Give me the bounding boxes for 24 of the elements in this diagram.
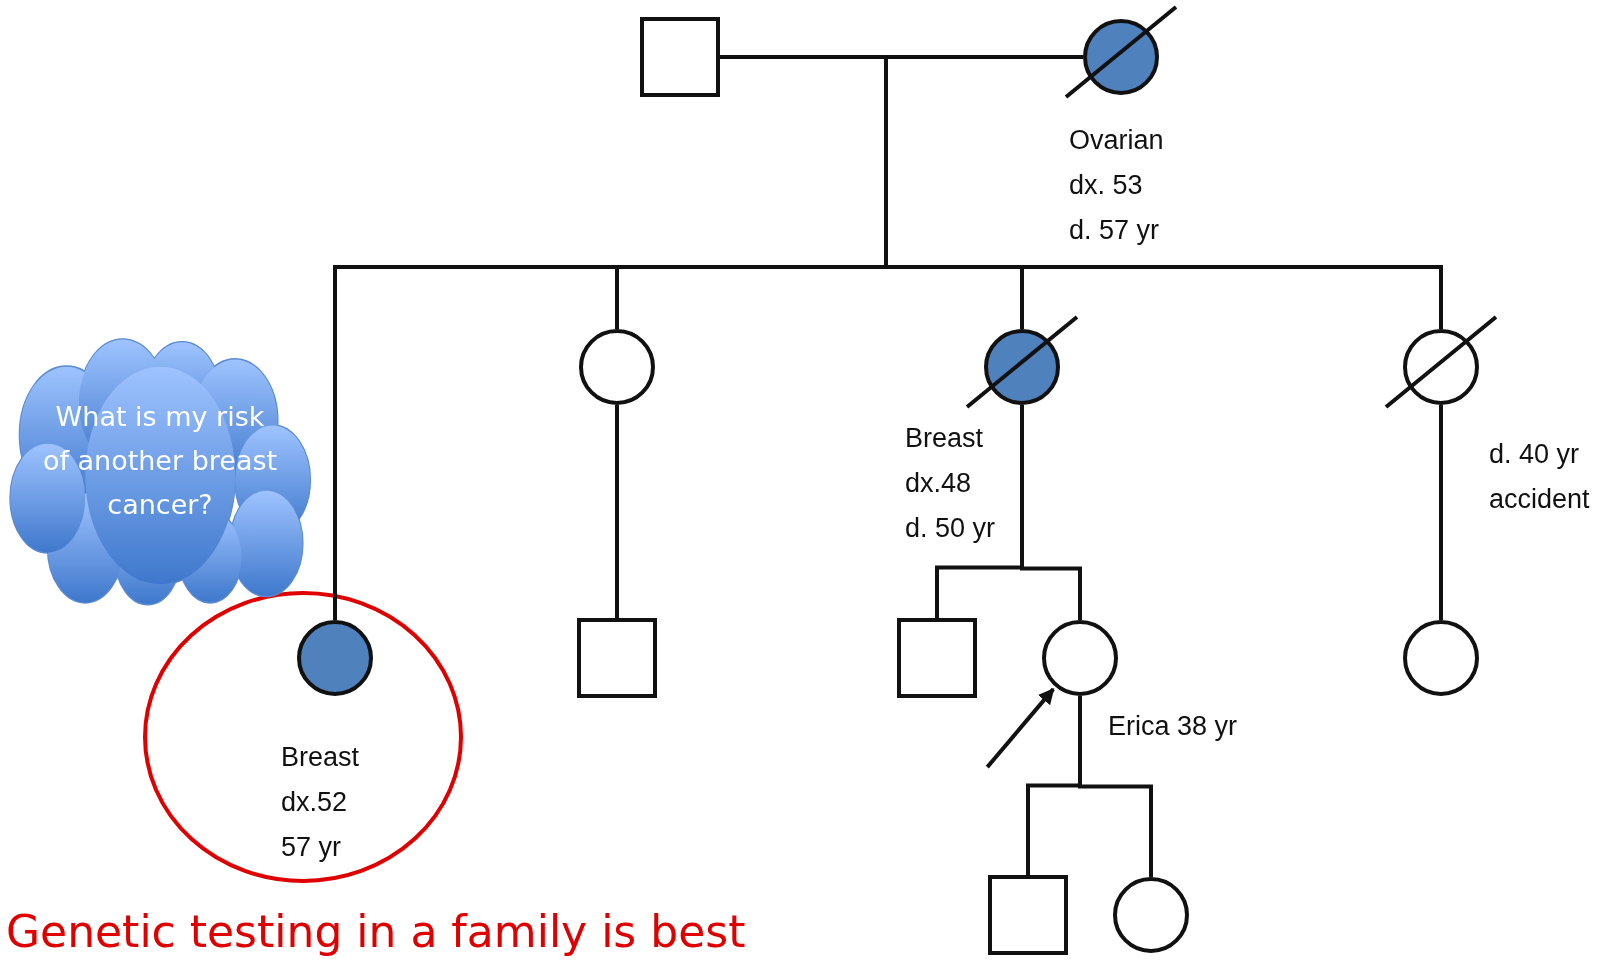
pedigree-line: [1078, 696, 1153, 877]
female-circle: [1042, 620, 1118, 696]
female-circle: [1403, 329, 1479, 405]
node-caption: Breast dx.48 d. 50 yr: [905, 422, 997, 545]
cloud-text: What is my risk of another breast cancer?: [41, 400, 279, 522]
pedigree-line: [1020, 405, 1082, 620]
male-square: [897, 618, 977, 698]
male-square: [988, 875, 1068, 955]
affected-female-circle: [984, 329, 1060, 405]
proband-arrow: [985, 687, 1055, 769]
female-circle: [1403, 620, 1479, 696]
pedigree-line: [1439, 405, 1443, 620]
affected-female-circle: [1083, 19, 1159, 95]
female-circle: [579, 329, 655, 405]
pedigree-line: [615, 405, 619, 618]
male-square: [640, 17, 720, 97]
node-caption: Breast dx.52 57 yr: [281, 741, 361, 864]
affected-female-circle: [297, 620, 373, 696]
node-caption: Erica 38 yr: [1108, 710, 1239, 743]
node-caption: d. 40 yr accident: [1489, 438, 1591, 516]
male-square: [577, 618, 657, 698]
node-caption: Ovarian dx. 53 d. 57 yr: [1069, 124, 1165, 247]
female-circle: [1113, 877, 1189, 953]
note-text: Genetic testing in a family is best: [6, 906, 746, 957]
